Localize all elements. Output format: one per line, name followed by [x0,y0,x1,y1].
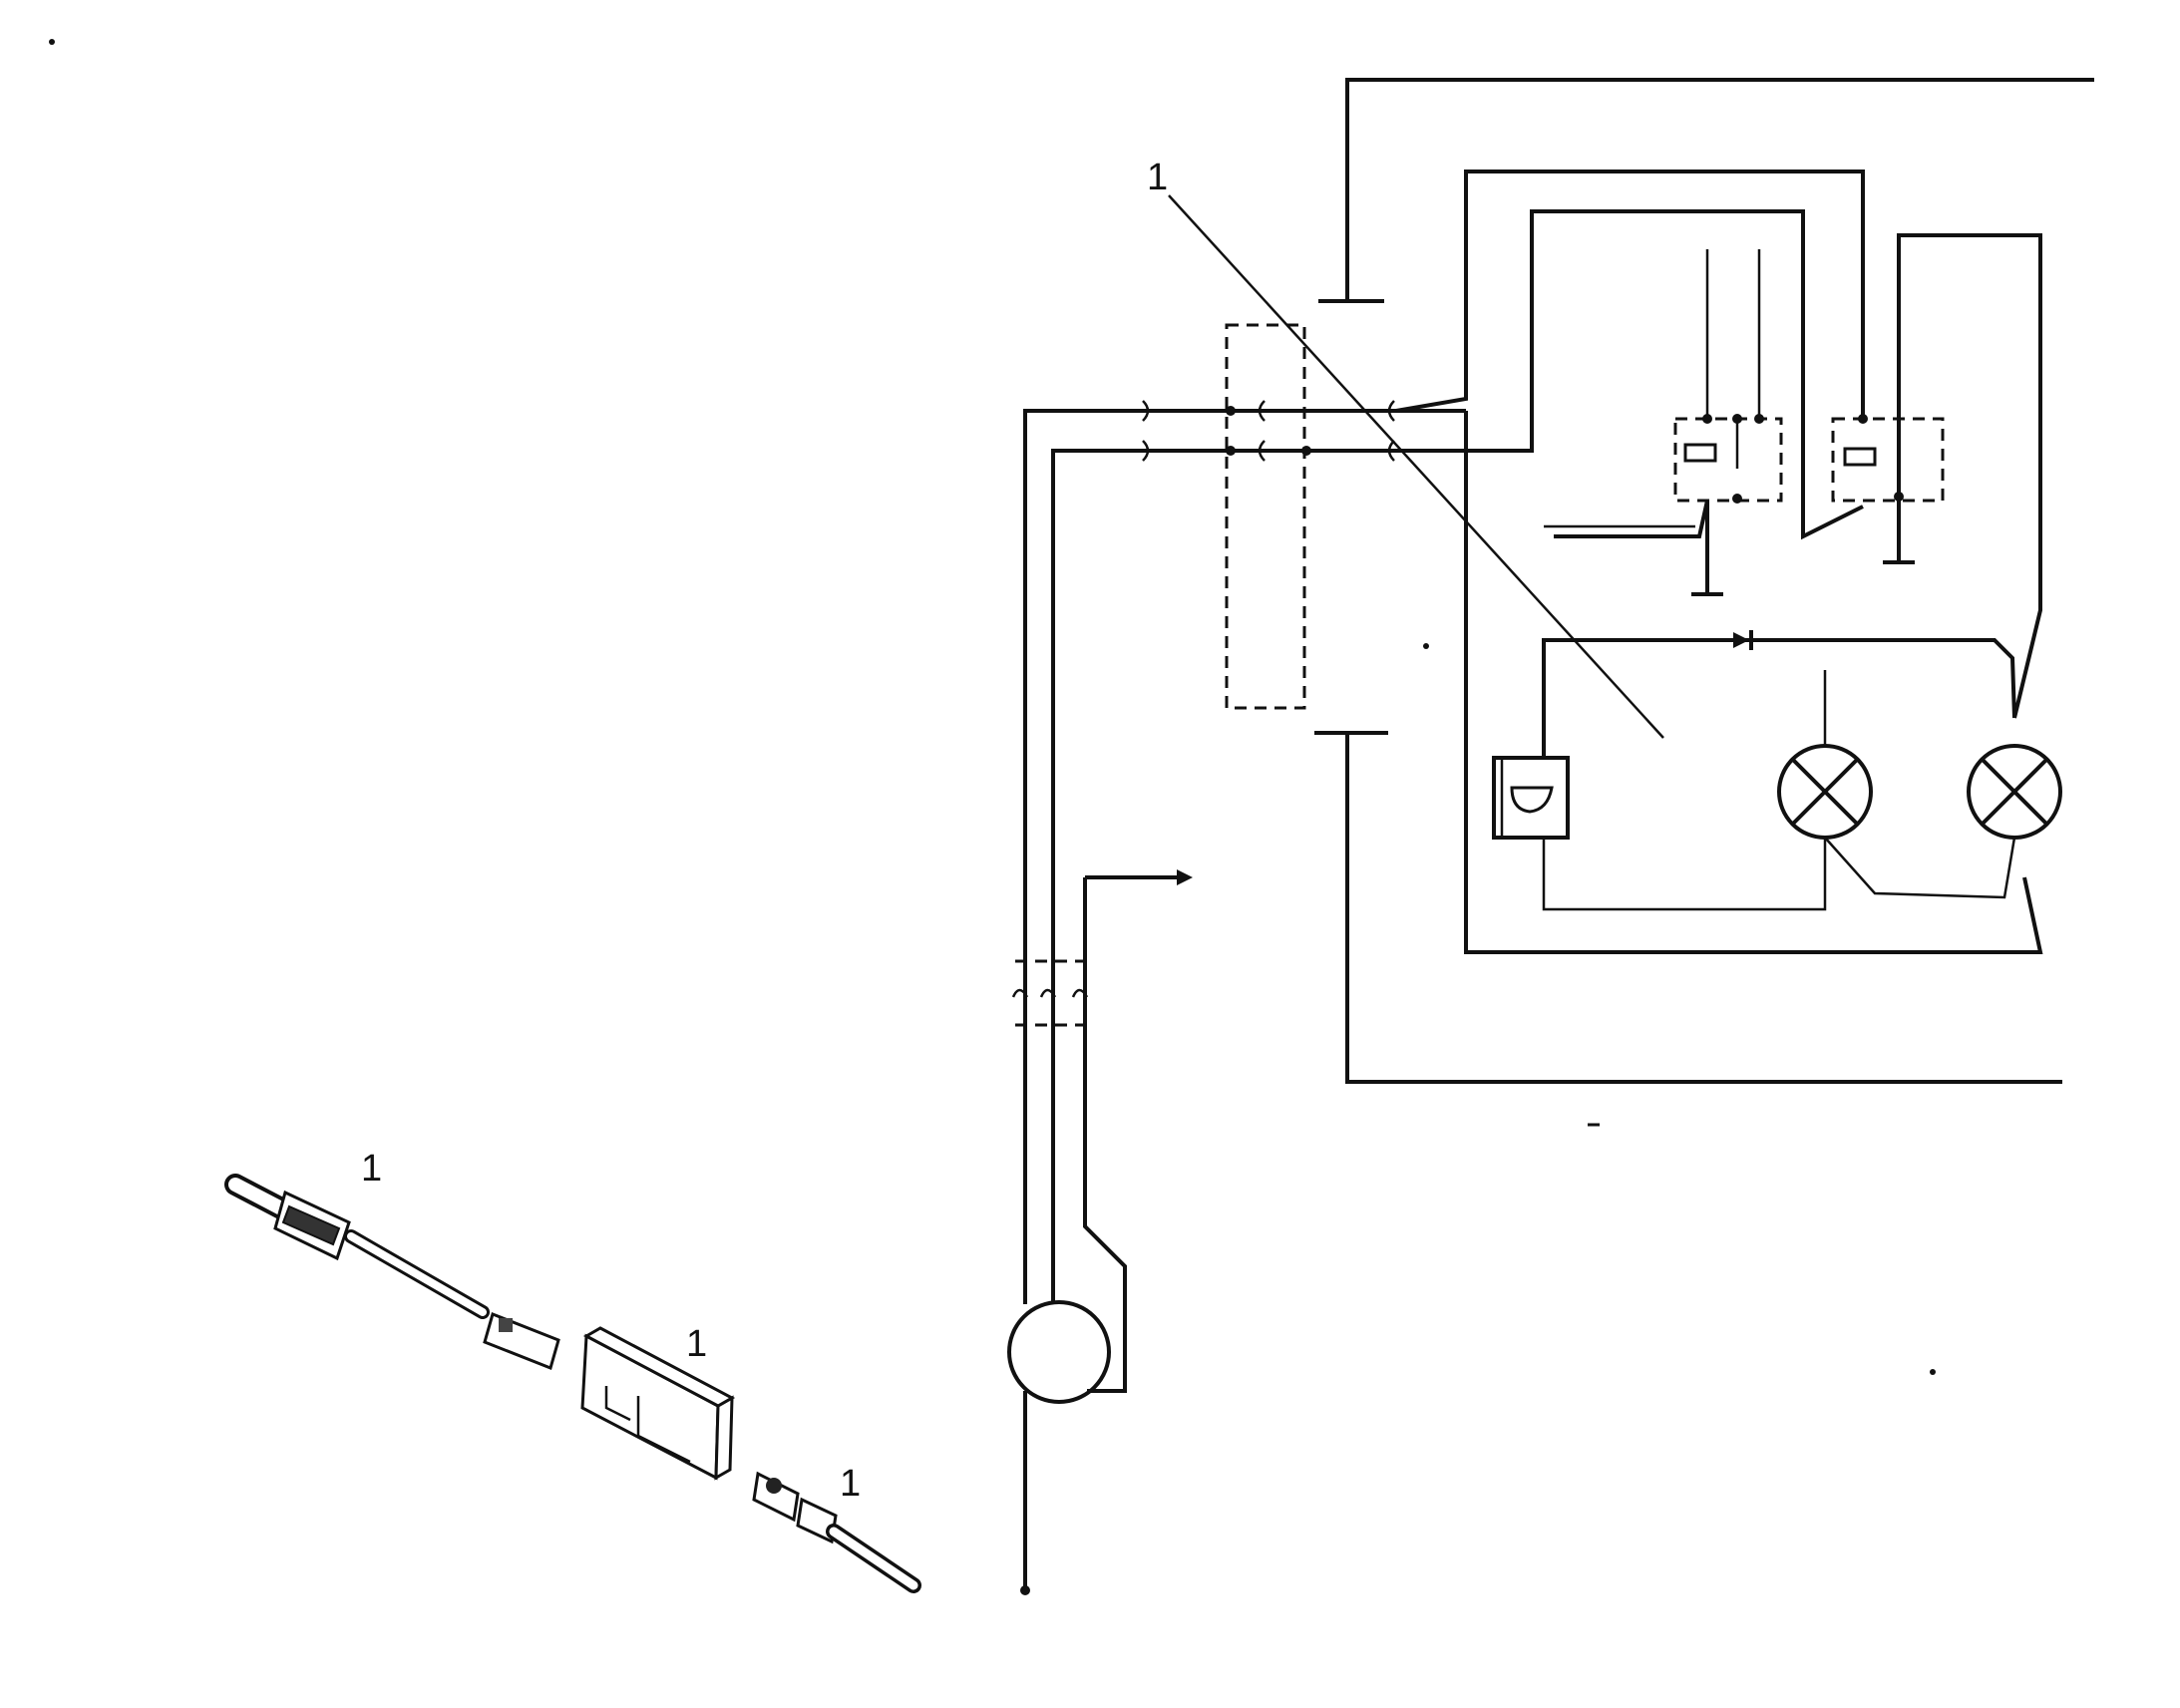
temperature-sensor-part [224,1174,560,1371]
terminal-part [752,1471,921,1593]
gauge-unit [1492,756,1570,840]
outer-frame [1314,78,2094,1084]
callout-terminal: 1 [840,1463,861,1505]
harness-wires [1011,409,1193,1595]
lamp-2 [1967,744,2062,840]
connector-housing-part [580,1326,736,1481]
callout-sensor: 1 [361,1148,382,1190]
relay-right [1831,414,1945,564]
callout-housing: 1 [686,1323,707,1365]
callout-top: 1 [1147,157,1168,198]
connector-wires [1142,400,1526,462]
inner-circuit [1395,170,2043,954]
lamp-1 [1777,744,1873,840]
callout-leader [1168,194,1664,739]
relay-left [1544,249,1783,596]
connector-block [1225,323,1306,710]
sensor-circle [1007,1300,1111,1404]
